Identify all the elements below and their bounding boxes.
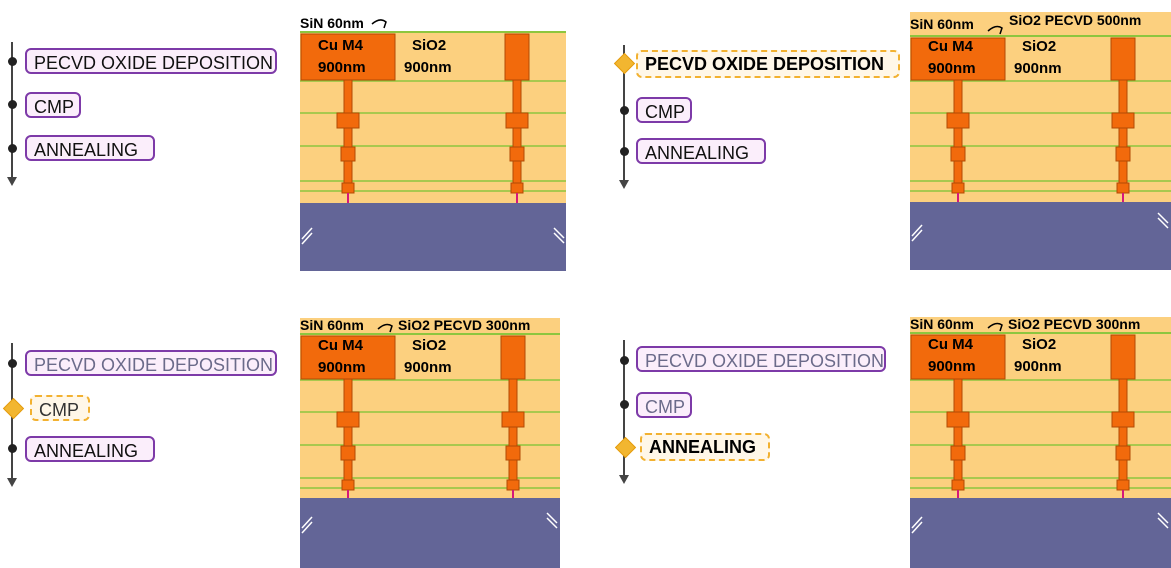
cross-section: SiN 60nm SiO2 PECVD 500nm Cu M4 900nm Si… — [910, 12, 1171, 270]
cu-m4-line — [500, 335, 526, 380]
diamond-icon — [2, 397, 25, 420]
step-cmp: CMP — [636, 97, 692, 123]
break-mark-icon — [911, 212, 1169, 242]
pointer-arrow-icon — [987, 25, 1003, 35]
via-stack-left — [946, 79, 970, 194]
process-panel-3: PECVD OXIDE DEPOSITION CMP ANNEALING — [0, 284, 580, 568]
dot-icon — [620, 106, 629, 115]
substrate — [300, 203, 566, 271]
step-pecvd-oxide-deposition: PECVD OXIDE DEPOSITION — [636, 50, 900, 78]
cross-section-drawing — [300, 318, 560, 568]
cross-section: SiN 60nm SiO2 PECVD 300nm Cu M4 900nm Si… — [300, 317, 560, 568]
dielectric-label: SiO2 — [412, 37, 447, 54]
step-pecvd-oxide-deposition: PECVD OXIDE DEPOSITION — [636, 346, 886, 372]
substrate — [910, 498, 1171, 568]
sin-label: SiN 60nm — [300, 15, 364, 31]
dielectric-thickness: 900nm — [1014, 60, 1062, 77]
cu-m4-line — [1110, 37, 1136, 81]
pointer-arrow-icon — [987, 322, 1003, 332]
flow-line — [11, 42, 13, 178]
dielectric-label: SiO2 — [1022, 38, 1057, 55]
via-stack-left — [946, 378, 970, 491]
metal-label: Cu M4 — [928, 38, 973, 55]
break-mark-icon — [301, 512, 558, 534]
step-cmp: CMP — [25, 92, 81, 118]
dielectric-thickness: 900nm — [404, 59, 452, 76]
cu-m4-line — [910, 37, 1006, 81]
metal-thickness: 900nm — [318, 359, 366, 376]
dielectric-thickness: 900nm — [1014, 358, 1062, 375]
via-stack-right — [501, 378, 525, 491]
step-annealing: ANNEALING — [25, 135, 155, 161]
via-stack-left — [336, 378, 360, 491]
dot-icon — [8, 359, 17, 368]
oxide-label: SiO2 PECVD 300nm — [398, 317, 531, 333]
metal-thickness: 900nm — [928, 60, 976, 77]
cross-section-drawing — [910, 317, 1171, 568]
step-pecvd-oxide-deposition: PECVD OXIDE DEPOSITION — [25, 48, 277, 74]
arrow-down-icon — [619, 180, 629, 189]
substrate — [300, 498, 560, 568]
step-pecvd-oxide-deposition: PECVD OXIDE DEPOSITION — [25, 350, 277, 376]
cu-m4-line — [1110, 334, 1136, 380]
dielectric-label: SiO2 — [1022, 336, 1057, 353]
dot-icon — [620, 400, 629, 409]
step-annealing: ANNEALING — [25, 436, 155, 462]
metal-thickness: 900nm — [318, 59, 366, 76]
dielectric-thickness: 900nm — [404, 359, 452, 376]
dot-icon — [620, 356, 629, 365]
oxide-label: SiO2 PECVD 300nm — [1008, 316, 1141, 332]
via-stack-left — [336, 79, 360, 194]
dielectric-label: SiO2 — [412, 337, 447, 354]
dot-icon — [620, 147, 629, 156]
metal-label: Cu M4 — [318, 37, 363, 54]
sin-label: SiN 60nm — [910, 16, 974, 32]
cross-section-drawing — [300, 19, 566, 271]
step-annealing: ANNEALING — [640, 433, 770, 461]
break-mark-icon — [301, 227, 565, 245]
diamond-icon — [614, 436, 637, 459]
step-annealing: ANNEALING — [636, 138, 766, 164]
metal-label: Cu M4 — [318, 337, 363, 354]
process-panel-1: PECVD OXIDE DEPOSITION CMP ANNEALING — [0, 0, 580, 284]
dot-icon — [8, 144, 17, 153]
sin-label: SiN 60nm — [300, 317, 364, 333]
step-cmp: CMP — [636, 392, 692, 418]
diamond-icon — [613, 52, 636, 75]
cu-m4-line — [910, 334, 1006, 380]
dot-icon — [8, 444, 17, 453]
cu-m4-line — [300, 335, 396, 380]
arrow-down-icon — [619, 475, 629, 484]
dot-icon — [8, 57, 17, 66]
sin-label: SiN 60nm — [910, 316, 974, 332]
process-panel-4: PECVD OXIDE DEPOSITION CMP ANNEALING — [590, 284, 1171, 568]
pointer-arrow-icon — [371, 19, 387, 29]
step-cmp: CMP — [30, 395, 90, 421]
arrow-down-icon — [7, 177, 17, 186]
via-stack-right — [505, 79, 529, 194]
arrow-down-icon — [7, 478, 17, 487]
cross-section: SiN 60nm SiO2 PECVD 300nm Cu M4 900nm Si… — [910, 316, 1171, 568]
pointer-arrow-icon — [377, 323, 393, 333]
metal-thickness: 900nm — [928, 358, 976, 375]
process-panel-2: PECVD OXIDE DEPOSITION CMP ANNEALING — [590, 0, 1171, 284]
cross-section-drawing — [910, 12, 1171, 270]
break-mark-icon — [911, 512, 1169, 534]
via-stack-right — [1111, 378, 1135, 491]
cross-section: SiN 60nm Cu M4 900nm SiO2 900nm — [300, 15, 566, 271]
oxide-label: SiO2 PECVD 500nm — [1009, 12, 1142, 28]
substrate — [910, 202, 1171, 270]
metal-label: Cu M4 — [928, 336, 973, 353]
cu-m4-line — [504, 33, 530, 81]
via-stack-right — [1111, 79, 1135, 194]
dot-icon — [8, 100, 17, 109]
